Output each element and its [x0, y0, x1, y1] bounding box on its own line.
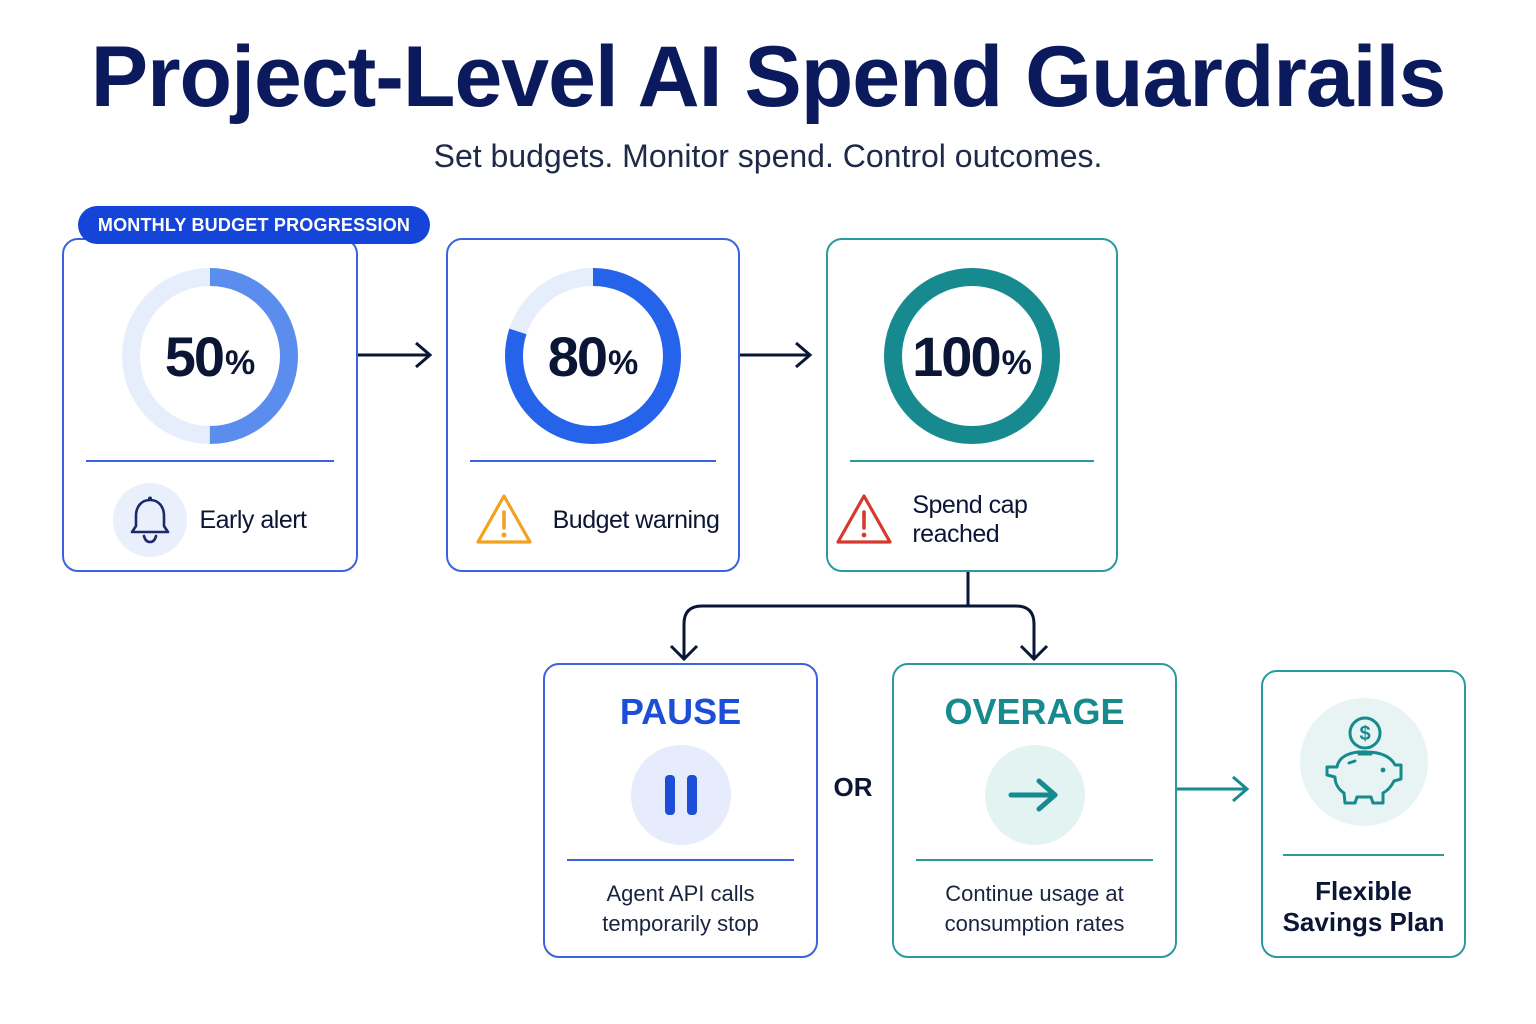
status-row: Budget warning	[448, 484, 738, 556]
section-label-pill: MONTHLY BUDGET PROGRESSION	[78, 206, 430, 244]
threshold-value: 80	[547, 324, 608, 388]
pause-description-line2: temporarily stop	[602, 911, 759, 936]
pause-description-line1: Agent API calls	[606, 881, 755, 906]
threshold-value: 100	[912, 324, 1001, 388]
card-divider	[1283, 854, 1444, 856]
overage-option-card: OVERAGE Continue usage at consumption ra…	[892, 663, 1177, 958]
pause-title: PAUSE	[619, 691, 742, 732]
savings-plan-card: $ Flexible Savings Plan	[1261, 670, 1466, 958]
card-divider	[470, 460, 716, 462]
flow-arrow-icon	[740, 341, 813, 369]
page-title: Project-Level AI Spend Guardrails	[90, 29, 1447, 125]
overage-description-line2: consumption rates	[944, 911, 1125, 936]
pause-icon	[630, 745, 731, 845]
threshold-card-100: 100% Spend cap reached	[826, 238, 1118, 572]
threshold-unit: %	[608, 343, 639, 382]
overage-description-line1: Continue usage at	[945, 881, 1124, 906]
card-divider	[850, 460, 1094, 462]
card-divider	[86, 460, 334, 462]
threshold-unit: %	[225, 343, 256, 382]
card-divider	[567, 859, 794, 861]
alert-icon	[828, 483, 900, 557]
threshold-card-50: 50% Early alert	[62, 238, 358, 572]
progress-ring-100: 100%	[882, 266, 1062, 446]
branch-connector	[669, 572, 1049, 662]
svg-text:$: $	[1359, 723, 1370, 745]
status-row: Early alert	[64, 483, 356, 557]
or-separator: OR	[833, 772, 873, 802]
progress-ring-80: 80%	[503, 266, 683, 446]
plan-title-line1: Flexible	[1315, 876, 1412, 906]
piggy-bank-icon: $	[1299, 698, 1428, 826]
plan-title-line2: Savings Plan	[1282, 907, 1445, 937]
threshold-card-80: 80% Budget warning	[446, 238, 740, 572]
status-label: Early alert	[199, 505, 307, 534]
flow-arrow-icon	[1177, 775, 1250, 803]
status-label: Budget warning	[552, 505, 720, 534]
overage-title: OVERAGE	[944, 691, 1125, 732]
card-divider	[916, 859, 1153, 861]
threshold-value: 50	[164, 324, 225, 388]
pause-option-card: PAUSE Agent API calls temporarily stop	[543, 663, 818, 958]
bell-icon	[113, 483, 188, 557]
warning-icon	[467, 483, 541, 557]
status-row: Spend cap reached	[828, 484, 1116, 556]
status-label: Spend cap reached	[912, 491, 1028, 548]
arrow-right-icon	[984, 745, 1085, 845]
flow-arrow-icon	[358, 341, 433, 369]
progress-ring-50: 50%	[120, 266, 300, 446]
page-subtitle: Set budgets. Monitor spend. Control outc…	[433, 138, 1103, 174]
threshold-unit: %	[1001, 343, 1032, 382]
